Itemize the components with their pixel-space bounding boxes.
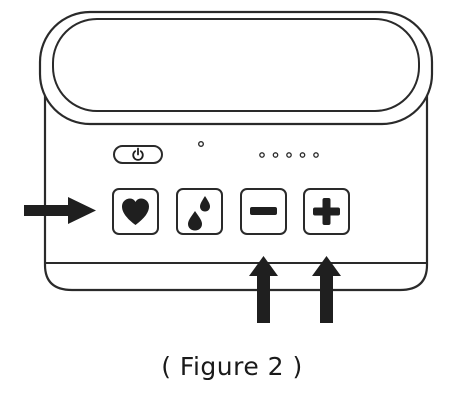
indicator-dot: [286, 152, 292, 158]
figure-caption: ( Figure 2 ): [161, 352, 303, 381]
power-button[interactable]: [113, 145, 163, 164]
minus-button[interactable]: [240, 188, 287, 235]
power-icon: [132, 147, 144, 161]
heart-button[interactable]: [112, 188, 159, 235]
minus-icon: [250, 207, 277, 215]
indicator-dot: [272, 152, 279, 158]
device-top-lid-inner: [52, 18, 420, 112]
water-drops-button[interactable]: [176, 188, 223, 235]
plus-button[interactable]: [303, 188, 350, 235]
indicator-dots: [259, 152, 319, 158]
device-body: [43, 70, 429, 292]
water-drops-icon: [188, 196, 210, 231]
indicator-dot: [259, 152, 265, 158]
indicator-dot: [299, 152, 306, 158]
indicator-dot: [313, 152, 319, 158]
heart-icon: [122, 198, 149, 225]
arrow-right-to-heart-button: [24, 197, 96, 224]
arrow-up-to-plus-button: [312, 256, 341, 323]
sensor-dot: [197, 140, 204, 147]
plus-icon: [313, 198, 340, 225]
arrow-up-to-minus-button: [249, 256, 278, 323]
